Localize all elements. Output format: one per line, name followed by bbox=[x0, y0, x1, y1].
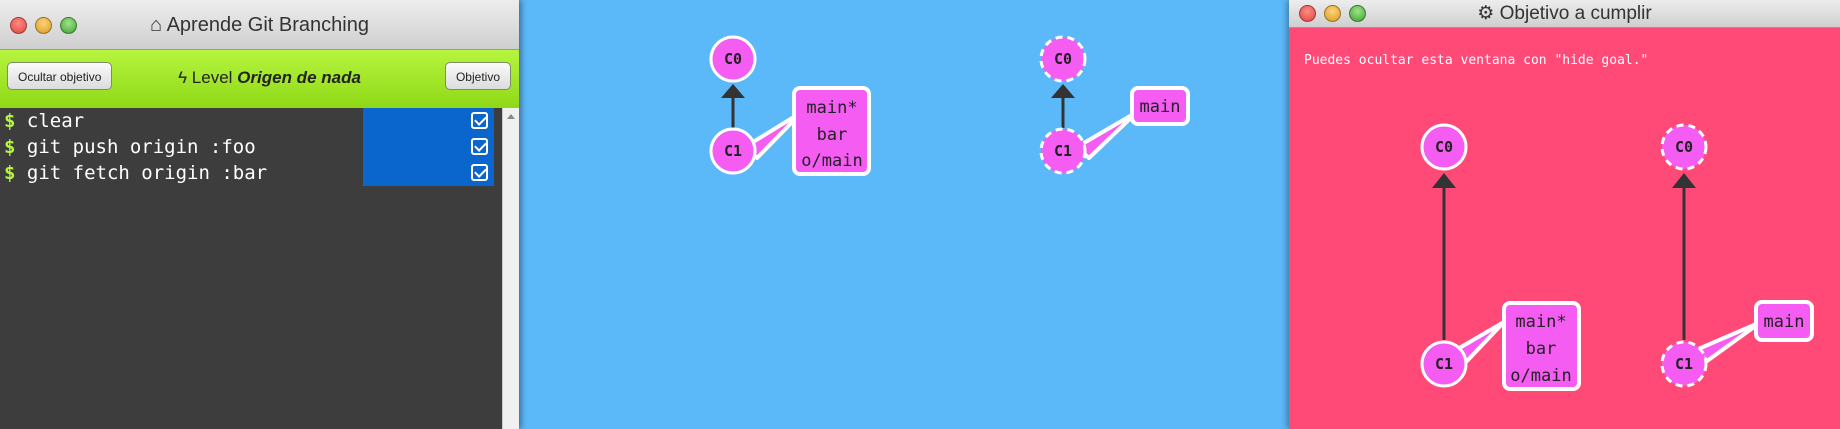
branch-box[interactable] bbox=[1754, 300, 1814, 342]
command-text: git push origin :foo bbox=[26, 136, 256, 158]
command-history: $ clear $ git push origin :foo $ git fet… bbox=[0, 108, 502, 429]
branch-label: o/main bbox=[801, 151, 862, 171]
edge-arrow-icon bbox=[1051, 84, 1075, 98]
commit-label: C0 bbox=[724, 50, 742, 68]
goal-message: Puedes ocultar esta ventana con "hide go… bbox=[1304, 53, 1649, 68]
branch-label: main* bbox=[1515, 312, 1566, 332]
command-window: ⌂ Aprende Git Branching Ocultar objetivo… bbox=[0, 0, 519, 429]
goal-window-titlebar: ⚙ Objetivo a cumplir bbox=[1289, 0, 1840, 28]
edge-arrow-icon bbox=[1672, 173, 1696, 188]
commit-node[interactable] bbox=[709, 35, 757, 83]
goal-window-title: ⚙ Objetivo a cumplir bbox=[1477, 3, 1652, 24]
home-icon: ⌂ bbox=[150, 14, 163, 36]
local-repo-graph: C0 C1 main* bar o/main bbox=[709, 35, 871, 176]
commit-label: C1 bbox=[724, 142, 742, 160]
command-prompt: $ bbox=[4, 162, 16, 184]
command-prompt: $ bbox=[4, 136, 16, 158]
command-prompt: $ bbox=[4, 110, 16, 132]
commit-node[interactable] bbox=[1420, 123, 1468, 171]
commit-label: C1 bbox=[1435, 355, 1453, 373]
command-window-titlebar: ⌂ Aprende Git Branching bbox=[0, 0, 519, 50]
goal-remote-repo-graph: C0 C1 main bbox=[1660, 123, 1814, 388]
lightning-icon: ϟ bbox=[178, 68, 188, 87]
remote-repo-graph: C0 C1 main bbox=[1039, 35, 1190, 175]
command-row: $ git fetch origin :bar bbox=[0, 160, 502, 186]
commit-node[interactable] bbox=[1420, 340, 1468, 388]
level-toolbar: Ocultar objetivo ϟ Level Origen de nada … bbox=[0, 50, 519, 108]
commit-node[interactable] bbox=[1660, 340, 1708, 388]
branch-label: main* bbox=[806, 98, 857, 118]
commit-label: C1 bbox=[1054, 142, 1072, 160]
level-name: Origen de nada bbox=[237, 68, 361, 87]
maximize-button[interactable] bbox=[1349, 5, 1366, 22]
checkbox-icon bbox=[471, 112, 488, 129]
branch-pointer bbox=[1694, 320, 1763, 363]
goal-window: ⚙ Objetivo a cumplir Puedes ocultar esta… bbox=[1289, 0, 1840, 429]
close-button[interactable] bbox=[10, 17, 27, 34]
branch-label: o/main bbox=[1510, 366, 1571, 386]
command-row: $ clear bbox=[0, 108, 502, 134]
commit-node[interactable] bbox=[709, 127, 757, 175]
commit-label: C0 bbox=[1675, 138, 1693, 156]
command-row: $ git push origin :foo bbox=[0, 134, 502, 160]
checkbox-icon bbox=[471, 138, 488, 155]
command-text: clear bbox=[26, 110, 85, 132]
commit-label: C1 bbox=[1675, 355, 1693, 373]
branch-box[interactable] bbox=[1130, 86, 1190, 126]
branch-box[interactable] bbox=[792, 86, 871, 176]
branch-label: bar bbox=[817, 125, 848, 145]
edge-arrow-icon bbox=[1432, 173, 1456, 188]
terminal-scrollbar[interactable] bbox=[502, 108, 519, 429]
commit-label: C0 bbox=[1435, 138, 1453, 156]
objective-button[interactable]: Objetivo bbox=[444, 62, 511, 90]
branch-label: main bbox=[1140, 97, 1181, 117]
close-button[interactable] bbox=[1299, 5, 1316, 22]
commit-node[interactable] bbox=[1660, 123, 1708, 171]
branch-label: main bbox=[1764, 312, 1805, 332]
checkbox-icon bbox=[471, 164, 488, 181]
branch-box[interactable] bbox=[1502, 301, 1581, 391]
window-controls bbox=[1299, 5, 1366, 22]
edge-arrow-icon bbox=[721, 84, 745, 98]
hide-goal-button[interactable]: Ocultar objetivo bbox=[7, 62, 113, 90]
branch-label: bar bbox=[1526, 339, 1557, 359]
minimize-button[interactable] bbox=[1324, 5, 1341, 22]
minimize-button[interactable] bbox=[35, 17, 52, 34]
goal-local-repo-graph: C0 C1 main* bar o/main bbox=[1420, 123, 1581, 391]
level-indicator: ϟ Level Origen de nada bbox=[178, 68, 361, 87]
scroll-up-icon[interactable] bbox=[507, 114, 515, 119]
window-controls bbox=[10, 17, 77, 34]
gear-icon: ⚙ bbox=[1477, 3, 1495, 24]
commit-label: C0 bbox=[1054, 50, 1072, 68]
maximize-button[interactable] bbox=[60, 17, 77, 34]
commit-node[interactable] bbox=[1039, 127, 1087, 175]
window-title: ⌂ Aprende Git Branching bbox=[150, 14, 369, 36]
commit-node[interactable] bbox=[1039, 35, 1087, 83]
goal-visualization: C0 C1 main* bar o/main C0 C1 main bbox=[1420, 123, 1814, 391]
command-text: git fetch origin :bar bbox=[26, 162, 268, 184]
